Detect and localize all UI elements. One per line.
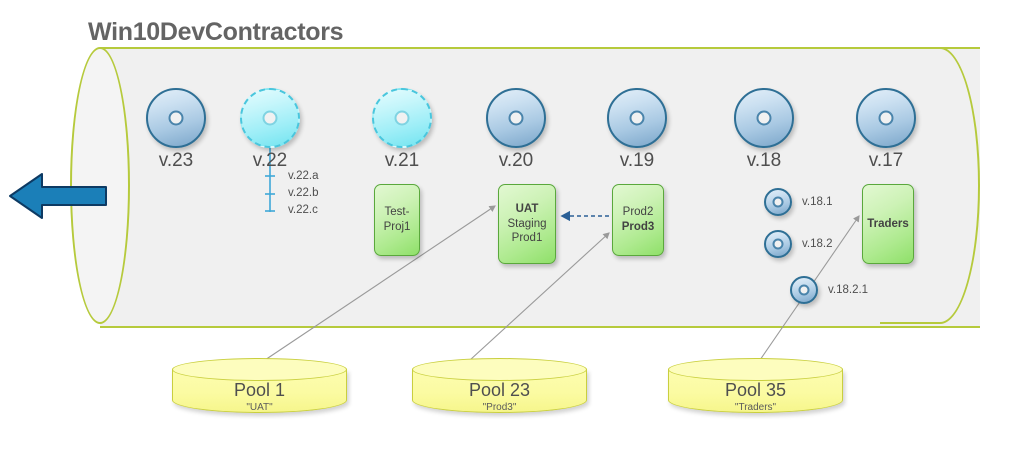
pool-top-cap <box>668 358 843 381</box>
version-label: v.21 <box>384 150 420 171</box>
pool-name: Pool 1 <box>233 380 286 400</box>
subversion-disc-v-18-2-1[interactable] <box>790 276 818 304</box>
v22-branch-label: v.22.c <box>288 204 318 216</box>
version-label: v.22 <box>252 150 288 171</box>
subversion-label: v.18.2 <box>802 238 833 250</box>
pool-name: Pool 23 <box>468 380 531 400</box>
version-disc-v-20[interactable] <box>486 88 546 148</box>
pool-alias: "Prod3" <box>482 402 517 413</box>
pool-name: Pool 35 <box>724 380 787 400</box>
subversion-label: v.18.2.1 <box>828 284 869 296</box>
environment-box-line: Test- <box>384 206 410 219</box>
timeline-direction-arrow <box>8 170 108 222</box>
environment-box-line: Prod2 <box>622 206 654 219</box>
version-label: v.23 <box>158 150 194 171</box>
pool-cylinder-pool1[interactable]: Pool 1 "UAT" <box>172 358 347 420</box>
subversion-disc-v-18-2[interactable] <box>764 230 792 258</box>
version-disc-v-17[interactable] <box>856 88 916 148</box>
pool-cylinder-pool35[interactable]: Pool 35 "Traders" <box>668 358 843 420</box>
environment-box-line: Prod1 <box>511 232 543 245</box>
version-disc-v-22[interactable] <box>240 88 300 148</box>
version-disc-v-18[interactable] <box>734 88 794 148</box>
version-label: v.20 <box>498 150 534 171</box>
pool-alias: "UAT" <box>246 402 273 413</box>
version-label: v.17 <box>868 150 904 171</box>
version-label: v.18 <box>746 150 782 171</box>
page-title: Win10DevContractors <box>88 18 344 46</box>
pool-alias: "Traders" <box>734 402 777 413</box>
environment-box-line: Proj1 <box>383 221 411 233</box>
pool-top-cap <box>412 358 587 381</box>
environment-box-line: Staging <box>507 217 547 230</box>
version-disc-v-19[interactable] <box>607 88 667 148</box>
environment-box-traders[interactable]: Traders <box>862 184 914 264</box>
v22-branch-label: v.22.a <box>288 170 319 182</box>
main-container-cylinder-left-cap <box>70 47 130 324</box>
environment-box-line: UAT <box>515 202 539 215</box>
disc-hole <box>508 110 524 126</box>
version-label: v.19 <box>619 150 655 171</box>
pool-top-cap <box>172 358 347 381</box>
environment-box-line: Traders <box>867 217 909 230</box>
disc-hole <box>772 238 784 250</box>
disc-hole <box>798 284 810 296</box>
disc-hole <box>878 110 894 126</box>
disc-hole <box>394 110 410 126</box>
pool-cylinder-pool23[interactable]: Pool 23 "Prod3" <box>412 358 587 420</box>
disc-hole <box>629 110 645 126</box>
disc-hole <box>262 110 278 126</box>
environment-box-line: Prod3 <box>621 221 655 233</box>
disc-hole <box>772 196 784 208</box>
subversion-disc-v-18-1[interactable] <box>764 188 792 216</box>
v22-branch-label: v.22.b <box>288 187 319 199</box>
subversion-label: v.18.1 <box>802 196 833 208</box>
version-disc-v-21[interactable] <box>372 88 432 148</box>
version-disc-v-23[interactable] <box>146 88 206 148</box>
environment-box-testproj1[interactable]: Test- Proj1 <box>374 184 420 256</box>
disc-hole <box>168 110 184 126</box>
disc-hole <box>756 110 772 126</box>
